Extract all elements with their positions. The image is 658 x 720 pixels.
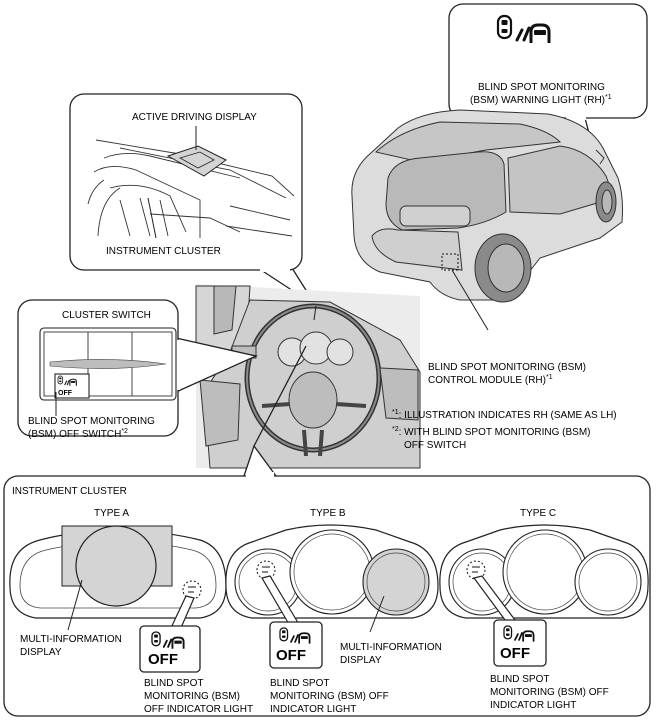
- bsm-off-switch-label-line1: BLIND SPOT MONITORING: [28, 416, 155, 427]
- active-driving-display-label: ACTIVE DRIVING DISPLAY: [132, 112, 257, 123]
- type-a-indicator-label-line3: OFF INDICATOR LIGHT: [144, 704, 253, 715]
- control-module-leader: [451, 269, 489, 331]
- instrument-cluster-panel: INSTRUMENT CLUSTER TYPE A MULTI-INFORMAT…: [3, 345, 651, 717]
- active-driving-display-callout: ACTIVE DRIVING DISPLAY INSTRUMENT CLUSTE…: [69, 93, 317, 307]
- warning-light-label-line2: (BSM) WARNING LIGHT (RH)*1: [470, 94, 612, 106]
- control-module-label-line1: BLIND SPOT MONITORING (BSM): [428, 362, 586, 373]
- type-c-label: TYPE C: [520, 508, 556, 519]
- type-a-mid-label-line1: MULTI-INFORMATION: [20, 634, 122, 645]
- footnotes: *1: ILLUSTRATION INDICATES RH (SAME AS L…: [392, 409, 617, 451]
- instrument-cluster-top-label: INSTRUMENT CLUSTER: [106, 246, 221, 257]
- type-a-mid-label-line2: DISPLAY: [20, 647, 62, 658]
- type-b-indicator-label-line2: MONITORING (BSM) OFF: [270, 691, 389, 702]
- vehicle-rear-illustration: [351, 109, 623, 303]
- footnote-2-line1: *2: WITH BLIND SPOT MONITORING (BSM): [392, 426, 591, 438]
- type-a-indicator-label-line1: BLIND SPOT: [144, 678, 203, 689]
- type-b-mid-label-line1: MULTI-INFORMATION: [340, 642, 442, 653]
- type-a-indicator-label-line2: MONITORING (BSM): [144, 691, 240, 702]
- type-b-mid-label-line2: DISPLAY: [340, 655, 382, 666]
- bsm-off-switch-icon-text: OFF: [58, 390, 73, 397]
- warning-light-label-line1: BLIND SPOT MONITORING: [478, 82, 605, 93]
- type-a-bsm-off-text: OFF: [148, 651, 178, 668]
- type-c-indicator-label-line1: BLIND SPOT: [490, 674, 549, 685]
- control-module-label-line2: CONTROL MODULE (RH)*1: [428, 374, 553, 386]
- footnote-1: *1: ILLUSTRATION INDICATES RH (SAME AS L…: [392, 409, 617, 421]
- cluster-type-c: TYPE C OFF BLIND SPOT MONITORING (BSM) O…: [439, 508, 649, 711]
- type-a-label: TYPE A: [94, 508, 129, 519]
- cluster-switch-callout: CLUSTER SWITCH OFF BLIND SPOT MONITORING…: [17, 299, 259, 440]
- cluster-switch-title: CLUSTER SWITCH: [62, 310, 151, 321]
- type-b-indicator-label-line3: INDICATOR LIGHT: [270, 704, 356, 715]
- instrument-cluster-panel-title: INSTRUMENT CLUSTER: [12, 486, 127, 497]
- cluster-type-b: TYPE B OFF MULTI-INFORMATION DISPLAY BLI…: [225, 508, 442, 715]
- cluster-type-a: TYPE A MULTI-INFORMATION DISPLAY OFF BLI…: [9, 508, 253, 715]
- dashboard-illustration: [195, 284, 421, 469]
- type-b-label: TYPE B: [310, 508, 346, 519]
- type-c-bsm-off-text: OFF: [500, 645, 530, 662]
- type-b-bsm-off-text: OFF: [276, 647, 306, 664]
- type-b-indicator-label-line1: BLIND SPOT: [270, 678, 329, 689]
- bsm-off-switch-label-line2: (BSM) OFF SWITCH*2: [28, 428, 128, 440]
- footnote-2-line2: OFF SWITCH: [404, 440, 466, 451]
- type-c-indicator-label-line2: MONITORING (BSM) OFF: [490, 687, 609, 698]
- type-c-indicator-label-line3: INDICATOR LIGHT: [490, 700, 576, 711]
